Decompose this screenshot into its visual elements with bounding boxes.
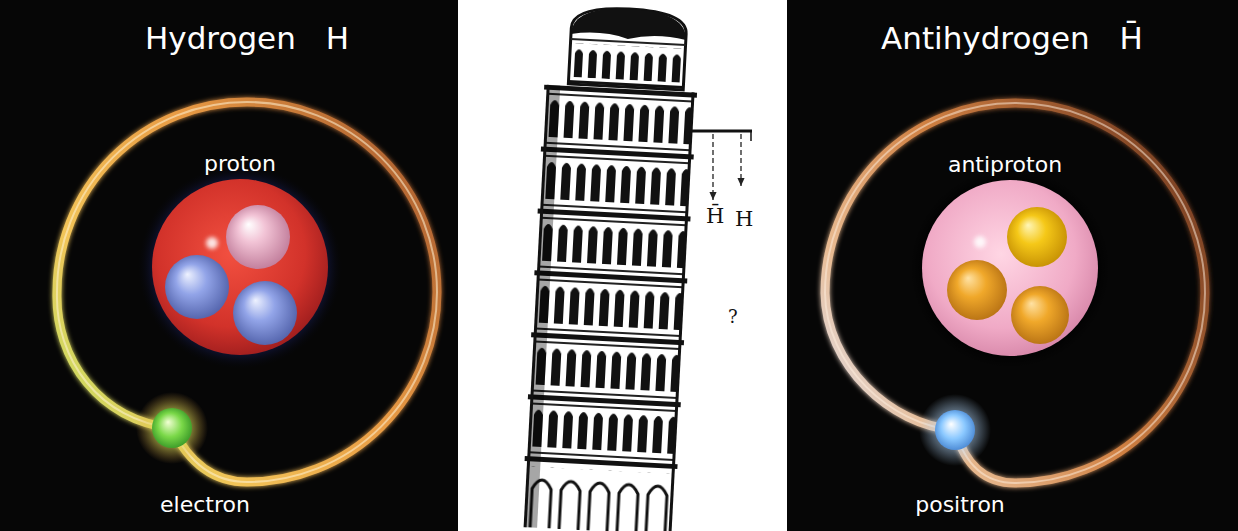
lepton-ball: electron	[152, 408, 192, 448]
lepton-ball: positron	[935, 410, 975, 450]
particle-label: antiproton	[948, 152, 1062, 178]
particle-body	[922, 180, 1098, 356]
orbit-highlight	[825, 103, 1205, 483]
tower-gallery	[525, 394, 681, 464]
atom-panel: Hydrogen H proton electron	[0, 0, 458, 531]
hydrogen-panel	[0, 0, 458, 531]
tower-edge	[670, 92, 693, 531]
antihydrogen-panel	[787, 0, 1238, 531]
tower-gallery	[541, 85, 697, 155]
atom-panel: Antihydrogen H̄ antiproton positron	[787, 0, 1238, 531]
tower-edge	[525, 85, 548, 527]
atom-symbol: H̄	[706, 204, 724, 229]
positron-orbit	[825, 103, 1205, 483]
fall-arrow	[740, 134, 741, 186]
tower-gallery	[535, 208, 691, 278]
tower-gallery	[538, 147, 694, 217]
particle-body	[935, 410, 975, 450]
tower-gallery	[528, 332, 684, 402]
glow-halo	[136, 392, 208, 464]
atom-symbol: H	[735, 207, 753, 232]
particle-label: electron	[160, 492, 250, 518]
particle-body	[152, 179, 328, 355]
question-mark: ?	[728, 306, 738, 328]
glow-halo	[919, 394, 991, 466]
lepton-ball-outline	[152, 408, 192, 448]
quark-ball	[1007, 207, 1067, 267]
quark-ball	[165, 255, 229, 319]
orbit-highlight	[57, 102, 437, 482]
tower-gallery	[531, 270, 687, 340]
electron-orbit	[57, 102, 437, 482]
belfry-roof	[571, 6, 687, 42]
fall-arrow	[712, 134, 713, 200]
nucleus-circle: proton	[152, 179, 328, 355]
leaning-tower	[521, 5, 701, 531]
nucleus-circle-outline	[922, 180, 1098, 356]
glow-halo	[910, 168, 1110, 368]
quark-ball	[1011, 286, 1069, 344]
tower-base-arches	[525, 466, 673, 531]
beam-tick	[750, 130, 752, 141]
drop-beam	[689, 130, 752, 133]
panel-title: Antihydrogen H̄	[881, 20, 1143, 57]
particle-label: proton	[204, 151, 276, 177]
particle-label: positron	[915, 492, 1005, 518]
tower-shadow	[525, 85, 560, 528]
quark-ball	[226, 205, 290, 269]
nucleus-circle: antiproton	[922, 180, 1098, 356]
glow-halo	[138, 165, 342, 369]
quark-ball	[233, 281, 297, 345]
belfry-arches	[571, 43, 684, 83]
panel-title: Hydrogen H	[145, 20, 349, 57]
quark-ball	[947, 260, 1007, 320]
tower-cornice	[525, 456, 678, 469]
sparkle	[974, 236, 986, 248]
nucleus-circle-outline	[152, 179, 328, 355]
particle-body	[152, 408, 192, 448]
lepton-ball-outline	[935, 410, 975, 450]
sparkle	[206, 237, 218, 249]
belfry	[568, 6, 687, 90]
